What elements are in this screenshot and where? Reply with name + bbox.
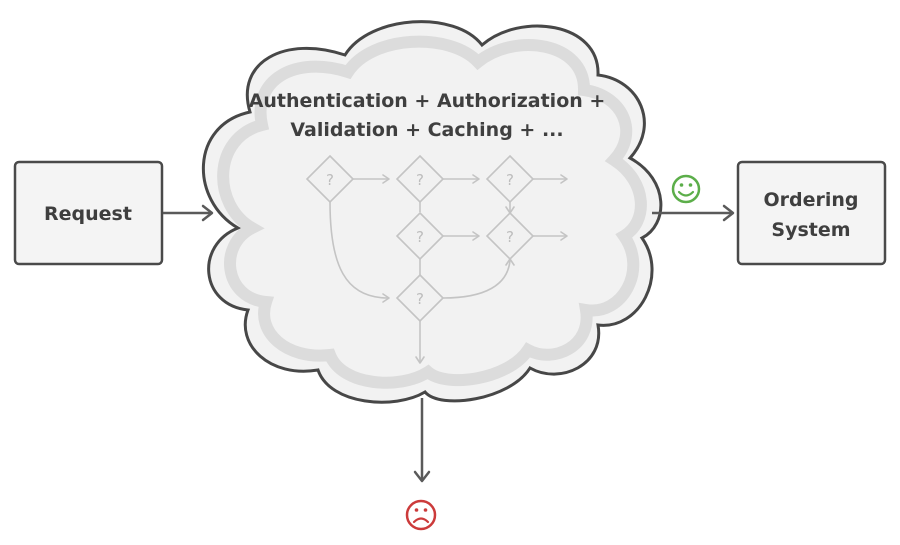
decision-node-2: ? bbox=[395, 154, 445, 204]
ordering-label-line-1: Ordering bbox=[763, 189, 858, 211]
request-box: Request bbox=[13, 160, 164, 266]
smiley-face-icon bbox=[671, 174, 701, 204]
svg-text:?: ? bbox=[506, 171, 514, 189]
svg-text:?: ? bbox=[416, 171, 424, 189]
svg-text:?: ? bbox=[416, 290, 424, 308]
svg-text:?: ? bbox=[326, 171, 334, 189]
decision-node-3: ? bbox=[485, 154, 535, 204]
svg-text:?: ? bbox=[506, 228, 514, 246]
flow-arrowhead bbox=[382, 174, 390, 184]
flow-arrowhead bbox=[472, 174, 480, 184]
cloud-title-line-2: Validation + Caching + ... bbox=[290, 119, 563, 141]
flow-arrowhead bbox=[382, 293, 390, 303]
request-label: Request bbox=[44, 203, 132, 225]
flow-arrowhead bbox=[560, 174, 568, 184]
decision-node-5: ? bbox=[485, 211, 535, 261]
flow-connector bbox=[329, 201, 389, 299]
processing-cloud: Authentication + Authorization + Validat… bbox=[202, 20, 663, 404]
cloud-to-failure-arrow bbox=[413, 398, 431, 483]
flow-arrowhead bbox=[472, 231, 480, 241]
flow-arrowhead bbox=[415, 356, 425, 364]
ordering-system-box: Ordering System bbox=[736, 160, 887, 266]
flow-connector bbox=[442, 259, 511, 299]
internal-flowchart: ? ? ? ? ? ? bbox=[305, 154, 568, 364]
sad-face-icon bbox=[405, 499, 437, 531]
flow-arrowhead bbox=[560, 231, 568, 241]
ordering-label-line-2: System bbox=[771, 219, 850, 241]
cloud-to-ordering-arrow bbox=[652, 204, 735, 222]
decision-node-4: ? bbox=[395, 211, 445, 261]
cloud-inner-shade bbox=[217, 35, 647, 389]
svg-text:?: ? bbox=[416, 228, 424, 246]
cloud-title-line-1: Authentication + Authorization + bbox=[249, 90, 606, 112]
decision-node-6: ? bbox=[395, 273, 445, 323]
request-to-cloud-arrow bbox=[163, 204, 214, 222]
decision-node-1: ? bbox=[305, 154, 355, 204]
cloud-shape bbox=[202, 20, 663, 404]
